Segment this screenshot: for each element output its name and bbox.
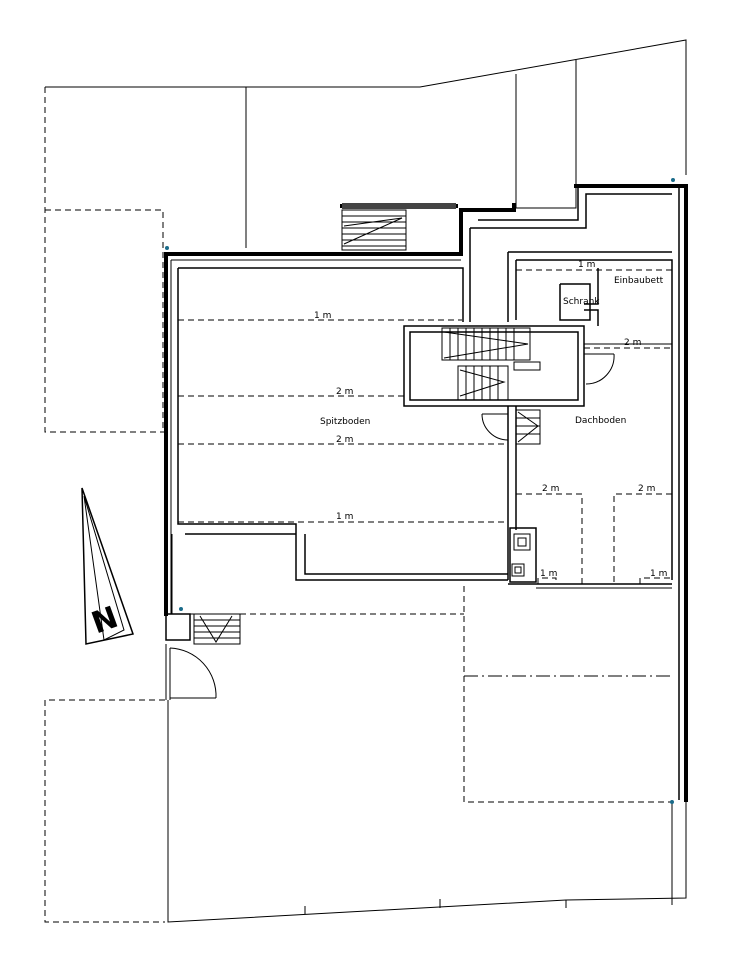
height-marker: 2 m [542,484,559,494]
height-marker: 1 m [314,311,331,321]
height-marker: 1 m [578,260,595,270]
north-arrow-icon: N [81,487,134,645]
stair-core [441,327,541,445]
stair-top [341,203,456,251]
height-marker: 2 m [336,387,353,397]
room-label-schrank: Schrank [563,297,600,307]
room-label-spitzboden: Spitzboden [320,417,370,427]
height-lines [178,269,672,803]
height-marker: 2 m [624,338,641,348]
room-walls [171,186,673,614]
height-marker: 1 m [540,569,557,579]
room-labels: Spitzboden Dachboden Schrank Einbaubett [320,276,664,427]
height-marker: 1 m [336,512,353,522]
height-marker: 2 m [638,484,655,494]
height-marker: 2 m [336,435,353,445]
height-marker-labels: 1 m 2 m 2 m 1 m 1 m 2 m 2 m 2 m 1 m 1 m [314,260,667,579]
room-label-dachboden: Dachboden [575,416,626,426]
height-marker: 1 m [650,569,667,579]
exterior-walls [164,184,688,802]
site-outline [44,39,687,923]
survey-points [165,178,675,804]
doors [169,353,615,700]
stair-bottom [165,613,241,700]
room-label-einbaubett: Einbaubett [614,276,664,286]
chimney [509,527,537,583]
